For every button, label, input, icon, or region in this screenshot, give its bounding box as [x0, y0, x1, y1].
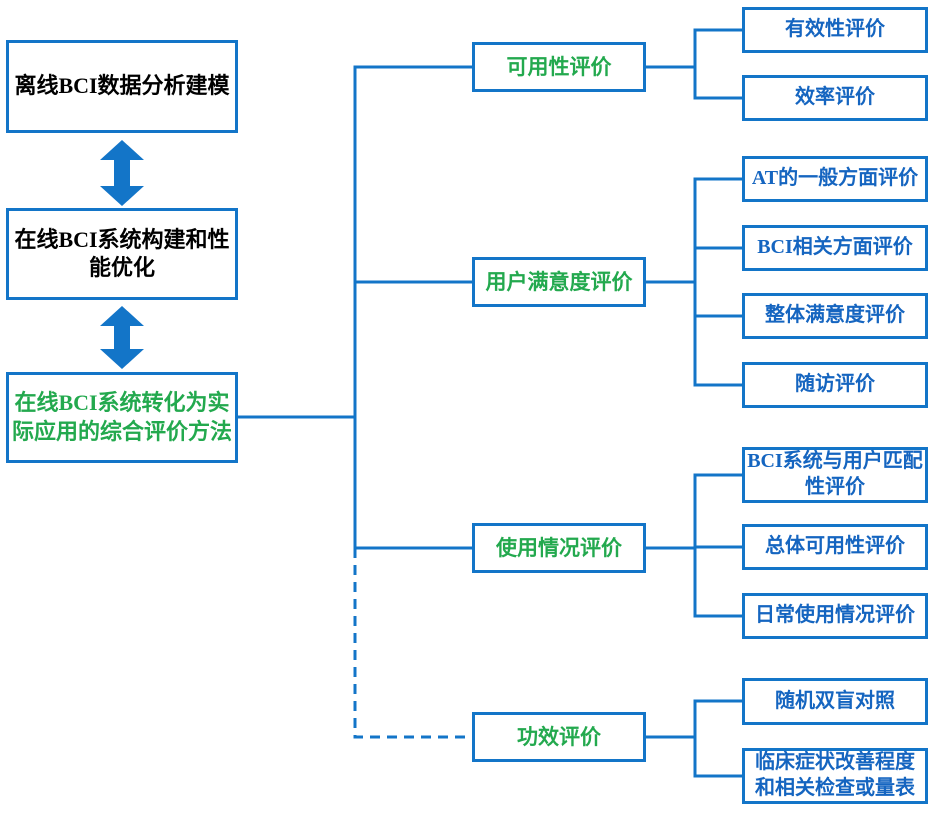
group2-bracket	[693, 177, 742, 387]
node-offline-bci-modeling: 离线BCI数据分析建模	[6, 40, 238, 133]
leaf-clinical-symptom-improvement: 临床症状改善程度和相关检查或量表	[742, 748, 928, 804]
leaf-bci-related-aspects-evaluation: BCI相关方面评价	[742, 225, 928, 271]
double-arrow-icon	[100, 306, 144, 369]
group4-bracket	[693, 699, 742, 778]
node-online-bci-system-optimization: 在线BCI系统构建和性能优化	[6, 208, 238, 300]
node-usability-evaluation: 可用性评价	[472, 42, 646, 92]
leaf-efficiency-evaluation: 效率评价	[742, 75, 928, 121]
leaf-bci-user-matching-evaluation: BCI系统与用户匹配性评价	[742, 447, 928, 503]
leaf-daily-usage-evaluation: 日常使用情况评价	[742, 593, 928, 639]
leaf-overall-satisfaction-evaluation: 整体满意度评价	[742, 293, 928, 339]
node-user-satisfaction-evaluation: 用户满意度评价	[472, 257, 646, 307]
leaf-randomized-double-blind-control: 随机双盲对照	[742, 678, 928, 725]
leaf-at-general-aspects-evaluation: AT的一般方面评价	[742, 156, 928, 202]
node-efficacy-evaluation: 功效评价	[472, 712, 646, 762]
leaf-follow-up-evaluation: 随访评价	[742, 362, 928, 408]
leaf-overall-usability-evaluation: 总体可用性评价	[742, 524, 928, 570]
node-usage-evaluation: 使用情况评价	[472, 523, 646, 573]
double-arrow-icon	[100, 140, 144, 206]
group1-bracket	[693, 28, 742, 100]
trunk-line	[353, 65, 472, 550]
branch-efficacy-dashed	[353, 548, 472, 739]
leaf-effectiveness-evaluation: 有效性评价	[742, 7, 928, 53]
node-comprehensive-evaluation-method: 在线BCI系统转化为实际应用的综合评价方法	[6, 372, 238, 463]
